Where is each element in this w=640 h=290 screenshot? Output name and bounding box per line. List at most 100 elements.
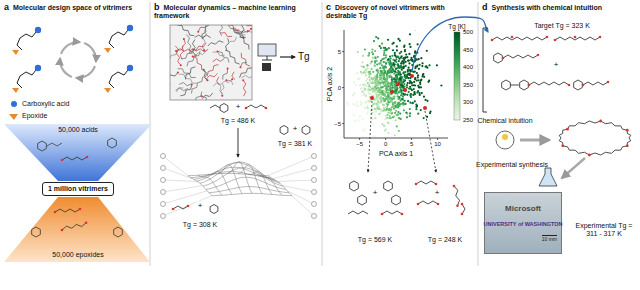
design-space-art: [86, 156, 89, 159]
scatter-points: [362, 118, 364, 120]
md-ml-art: [206, 73, 217, 78]
md-ml-art: [177, 88, 184, 92]
scatter-points: [375, 103, 377, 105]
scatter-points: [390, 67, 392, 69]
scatter-points: [387, 98, 389, 100]
scatter-points: [353, 103, 355, 105]
scatter-points: [383, 107, 385, 109]
pca-plot: [462, 204, 465, 214]
scatter-points: [369, 73, 371, 75]
pca-plot: [412, 17, 488, 72]
axis-tick: −5: [356, 141, 363, 148]
synthesis-art: [492, 37, 547, 40]
colorbar-tick: 350: [463, 81, 473, 88]
md-ml-art: [193, 40, 196, 56]
scatter-points: [381, 82, 383, 84]
scatter-points: [366, 64, 368, 66]
scatter-points: [408, 53, 410, 55]
md-ml-art: [248, 31, 252, 37]
neural-network: [163, 180, 198, 182]
scatter-points: [364, 88, 366, 90]
md-ml-art: [221, 95, 223, 97]
pca-plot: [370, 96, 374, 100]
scatter-points: [417, 76, 419, 78]
md-ml-art: [172, 208, 175, 211]
scatter-points: [383, 74, 385, 76]
md-ml-art: [170, 25, 252, 100]
design-space-art: [76, 66, 94, 78]
scatter-points: [367, 111, 369, 113]
scatter-points: [416, 91, 418, 93]
scatter-points: [417, 113, 419, 115]
md-ml-art: [192, 55, 194, 57]
scatter-points: [409, 102, 411, 104]
scatter-points: [383, 72, 385, 74]
scatter-points: [382, 74, 384, 76]
scatter-points: [383, 90, 385, 92]
scatter-points: [394, 102, 396, 104]
scatter-points: [367, 107, 369, 109]
scatter-points: [413, 81, 415, 83]
scatter-points: [400, 81, 402, 83]
scatter-points: [355, 101, 357, 103]
panel-title: Molecular dynamics – machine learning fr…: [154, 4, 296, 19]
synthesis-art: [494, 53, 503, 63]
scatter-points: [386, 48, 388, 50]
scatter-points: [403, 59, 405, 61]
synthesis-art: [561, 144, 564, 147]
md-ml-art: [173, 206, 188, 209]
scatter-points: [403, 100, 405, 102]
scatter-points: [402, 102, 404, 104]
scatter-points: [369, 100, 371, 102]
tg-value: Tg = 381 K: [277, 140, 313, 148]
scatter-points: [403, 83, 405, 85]
scatter-points: [380, 111, 382, 113]
pca-plot: [401, 213, 404, 216]
scatter-points: [404, 74, 406, 76]
scatter-points: [376, 96, 378, 98]
neural-network: [161, 154, 317, 219]
md-ml-art: [195, 51, 206, 56]
scatter-points: [390, 117, 392, 119]
scatter-points: [414, 100, 416, 102]
scatter-points: [387, 96, 389, 98]
md-ml-art: [191, 77, 202, 94]
pca-plot: [382, 211, 402, 214]
scatter-points: [421, 62, 423, 64]
figure-panel: aMolecular design space of vitrimers1 mi…: [0, 0, 150, 268]
scatter-points: [375, 93, 377, 95]
scatter-points: [372, 82, 374, 84]
scatter-points: [372, 71, 374, 73]
loss-surface: [268, 176, 292, 196]
photo-text: UNIVERSITY of WASHINGTON: [484, 221, 563, 227]
scatter-points: [394, 101, 396, 103]
md-ml-art: [225, 50, 240, 64]
md-ml-art: [220, 104, 228, 113]
design-space-art: [61, 42, 79, 54]
scatter-points: [416, 64, 418, 66]
md-ml-art: [175, 46, 181, 65]
scatter-points: [375, 77, 377, 79]
synthesis-art: [626, 129, 629, 132]
md-ml-art: [262, 60, 272, 61]
scatter-points: [421, 65, 423, 67]
scatter-points: [401, 94, 403, 96]
scatter-points: [387, 59, 389, 61]
md-ml-art: [240, 63, 247, 68]
neural-network: [163, 168, 193, 179]
md-ml-art: [250, 28, 252, 30]
md-ml-art: [302, 126, 310, 135]
scatter-points: [400, 73, 402, 75]
scatter-points: [374, 62, 376, 64]
scatter-points: [378, 88, 380, 90]
neural-network: [312, 190, 317, 195]
step-label: Chemical intuition: [477, 117, 532, 125]
scatter-points: [399, 86, 401, 88]
design-space-art: [85, 221, 88, 224]
synthesis-art: [607, 81, 610, 84]
synthesis-art: [529, 82, 569, 85]
scatter-points: [385, 66, 387, 68]
scatter-points: [369, 80, 371, 82]
plus-sign: +: [435, 188, 440, 197]
